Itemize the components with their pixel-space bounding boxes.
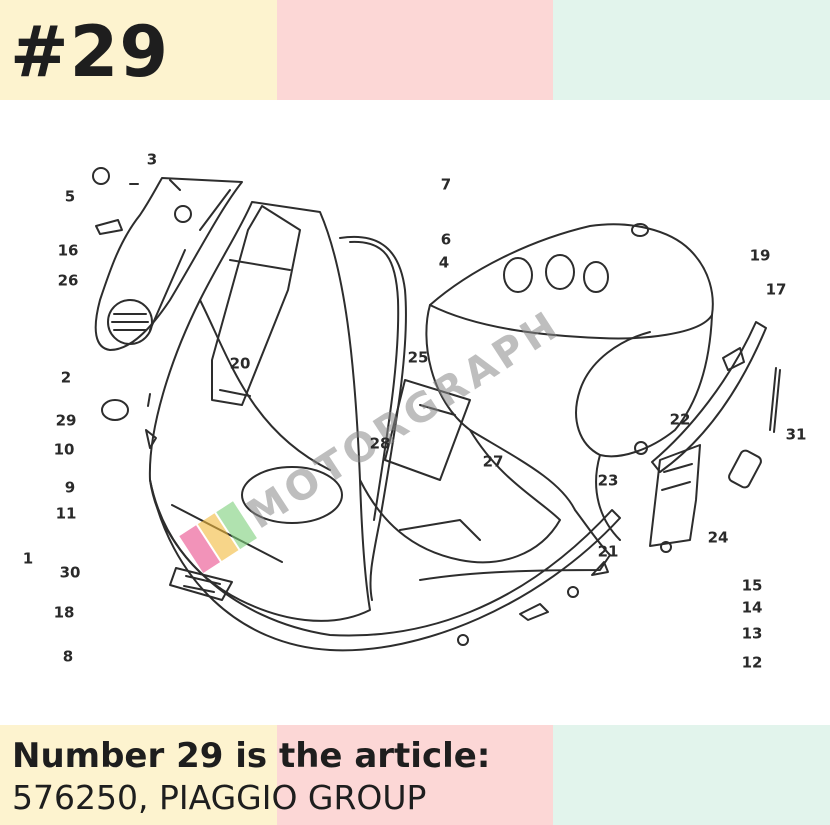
badge-recess bbox=[241, 466, 343, 524]
part-29-plug bbox=[101, 399, 129, 421]
part-10-hook bbox=[147, 393, 151, 407]
callout-label: 2 bbox=[61, 369, 71, 387]
callout-label: 21 bbox=[598, 543, 619, 561]
part-12-screw bbox=[457, 634, 469, 646]
header-band-yellow bbox=[0, 0, 277, 100]
callout-label: 9 bbox=[65, 479, 75, 497]
callout-label: 20 bbox=[230, 355, 251, 373]
header-band bbox=[0, 0, 830, 100]
callout-label: 27 bbox=[483, 453, 504, 471]
callout-label: 1 bbox=[23, 550, 33, 568]
callout-label: 6 bbox=[441, 231, 451, 249]
callout-label: 18 bbox=[54, 604, 75, 622]
scooter-shield-drawing bbox=[92, 167, 781, 652]
part-18-grille bbox=[169, 567, 233, 601]
part-2-vent bbox=[107, 299, 153, 345]
part-24-reflector bbox=[728, 449, 762, 489]
callout-label: 25 bbox=[408, 349, 429, 367]
callout-label: 4 bbox=[439, 254, 449, 272]
part-22-bracket bbox=[649, 444, 701, 547]
callout-label: 8 bbox=[63, 648, 73, 666]
callout-label: 23 bbox=[598, 472, 619, 490]
callout-label: 29 bbox=[56, 412, 77, 430]
part-13-badge bbox=[519, 603, 549, 621]
callout-label: 19 bbox=[750, 247, 771, 265]
footer-band bbox=[0, 725, 830, 825]
leg-shield-main-panel bbox=[148, 201, 371, 622]
article-caption-title: Number 29 is the article: bbox=[12, 736, 491, 776]
part-23-nut bbox=[634, 441, 648, 455]
callout-label: 30 bbox=[60, 564, 81, 582]
part-9-clip bbox=[145, 429, 157, 449]
callout-label: 12 bbox=[742, 654, 763, 672]
floorboard bbox=[359, 429, 561, 564]
part-15-clip bbox=[591, 561, 609, 576]
callout-label: 31 bbox=[786, 426, 807, 444]
part-16-clip bbox=[95, 219, 123, 235]
watermark-text: MOTORGRAPH bbox=[239, 302, 569, 538]
callout-label: 11 bbox=[56, 505, 77, 523]
callout-label: 5 bbox=[65, 188, 75, 206]
part-number-badge: #29 bbox=[10, 11, 170, 93]
part-14-grommet bbox=[567, 586, 579, 598]
callout-label: 22 bbox=[670, 411, 691, 429]
part-31-strip bbox=[769, 367, 781, 433]
footer-band-pink bbox=[277, 725, 553, 825]
callout-label: 15 bbox=[742, 577, 763, 595]
callout-label: 13 bbox=[742, 625, 763, 643]
callout-label: 17 bbox=[766, 281, 787, 299]
footer-band-yellow bbox=[0, 725, 277, 825]
part-25-panel bbox=[384, 379, 471, 481]
part-21-screw bbox=[660, 541, 672, 553]
callout-label: 24 bbox=[708, 529, 729, 547]
part-17-strip bbox=[651, 321, 767, 473]
footer-band-mint bbox=[553, 725, 830, 825]
callout-label: 26 bbox=[58, 272, 79, 290]
article-number-manufacturer: 576250, PIAGGIO GROUP bbox=[12, 778, 427, 817]
callout-label: 16 bbox=[58, 242, 79, 260]
part-5-plug bbox=[92, 167, 110, 185]
callout-label: 3 bbox=[147, 151, 157, 169]
part-19-clip bbox=[722, 347, 745, 371]
callout-label: 14 bbox=[742, 599, 763, 617]
header-band-mint bbox=[553, 0, 830, 100]
dashboard-housing bbox=[429, 223, 714, 340]
part-8-lower-skirt bbox=[149, 479, 621, 652]
callout-label: 10 bbox=[54, 441, 75, 459]
part-6-trim-strip bbox=[339, 235, 407, 601]
callout-label: 7 bbox=[441, 176, 451, 194]
header-band-pink bbox=[277, 0, 553, 100]
callout-label: 28 bbox=[370, 435, 391, 453]
leg-shield-upper-cover bbox=[94, 177, 243, 351]
frame-body-right bbox=[419, 304, 713, 581]
